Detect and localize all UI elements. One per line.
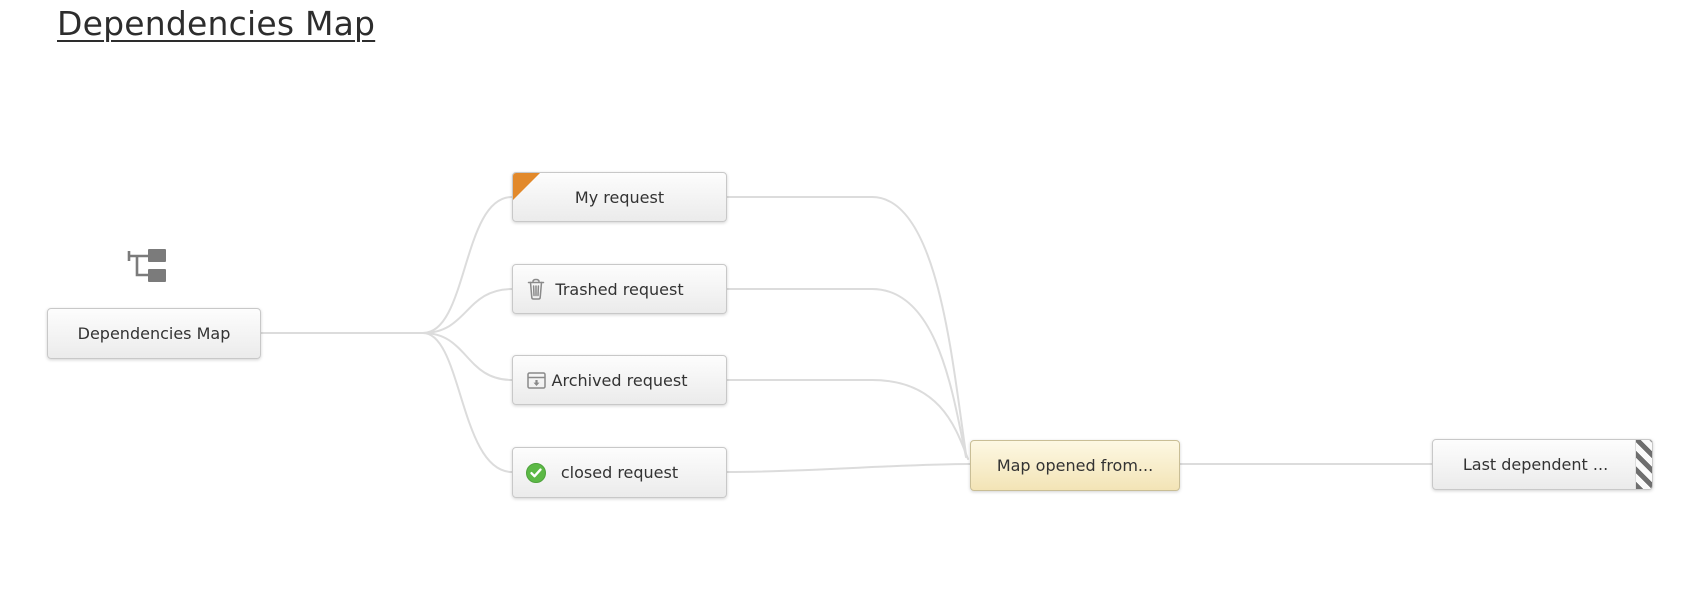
connector — [726, 379, 969, 460]
connector — [726, 196, 967, 455]
page-title: Dependencies Map — [57, 4, 376, 43]
node-closed-request[interactable]: closed request — [512, 447, 727, 498]
node-my-request[interactable]: My request — [512, 172, 727, 222]
node-label: Last dependent ... — [1462, 455, 1609, 474]
connector — [422, 332, 513, 381]
node-label: Map opened from... — [996, 456, 1154, 475]
tree-icon — [124, 247, 170, 291]
node-label: Archived request — [551, 370, 688, 390]
node-label: Dependencies Map — [77, 324, 231, 343]
node-trashed-request[interactable]: Trashed request — [512, 264, 727, 314]
collapsed-children-stripes-icon — [1635, 440, 1652, 489]
node-map-opened-from[interactable]: Map opened from... — [970, 440, 1180, 491]
connector — [422, 288, 513, 334]
node-dependencies-map[interactable]: Dependencies Map — [47, 308, 261, 359]
node-archived-request[interactable]: Archived request — [512, 355, 727, 405]
archive-icon — [525, 368, 547, 392]
check-circle-icon — [525, 461, 547, 485]
connector — [726, 288, 967, 458]
node-label: My request — [574, 187, 665, 207]
trash-icon — [525, 277, 547, 301]
node-label: Trashed request — [555, 279, 684, 299]
node-last-dependent[interactable]: Last dependent ... — [1432, 439, 1653, 490]
connector — [422, 332, 513, 473]
connector — [422, 196, 513, 334]
connector — [726, 463, 971, 473]
node-label: closed request — [560, 463, 679, 482]
orange-corner-flag-icon — [513, 173, 540, 200]
